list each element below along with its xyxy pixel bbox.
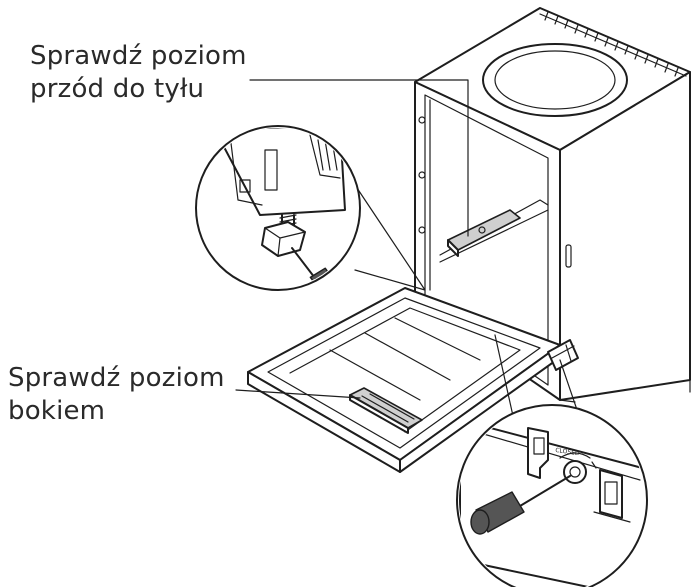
adjuster-mark-text: CLOSED <box>555 447 580 457</box>
label-check-level-side: Sprawdź poziom bokiem <box>8 362 225 428</box>
leg-nut <box>261 221 306 257</box>
screwdriver-bottom <box>470 475 571 535</box>
top-rim-hatching <box>544 11 679 77</box>
level-side <box>349 387 423 434</box>
level-front-to-back <box>447 209 521 257</box>
label-side-line-2: bokiem <box>8 396 106 426</box>
tub-ring <box>482 43 628 117</box>
magnifier-door-adjuster: CLOSED <box>456 404 648 587</box>
label-side-line-1: Sprawdź poziom <box>8 363 225 393</box>
adjuster-knob <box>563 460 587 484</box>
callout-line-front <box>249 79 469 237</box>
callout-line-side <box>235 389 361 399</box>
label-front-line-2: przód do tyłu <box>30 74 205 104</box>
magnifier-leg-adjustment <box>195 125 361 291</box>
label-front-line-1: Sprawdź poziom <box>30 41 247 71</box>
label-check-level-front-to-back: Sprawdź poziom przód do tyłu <box>30 40 247 106</box>
dishwasher-door <box>247 287 579 473</box>
